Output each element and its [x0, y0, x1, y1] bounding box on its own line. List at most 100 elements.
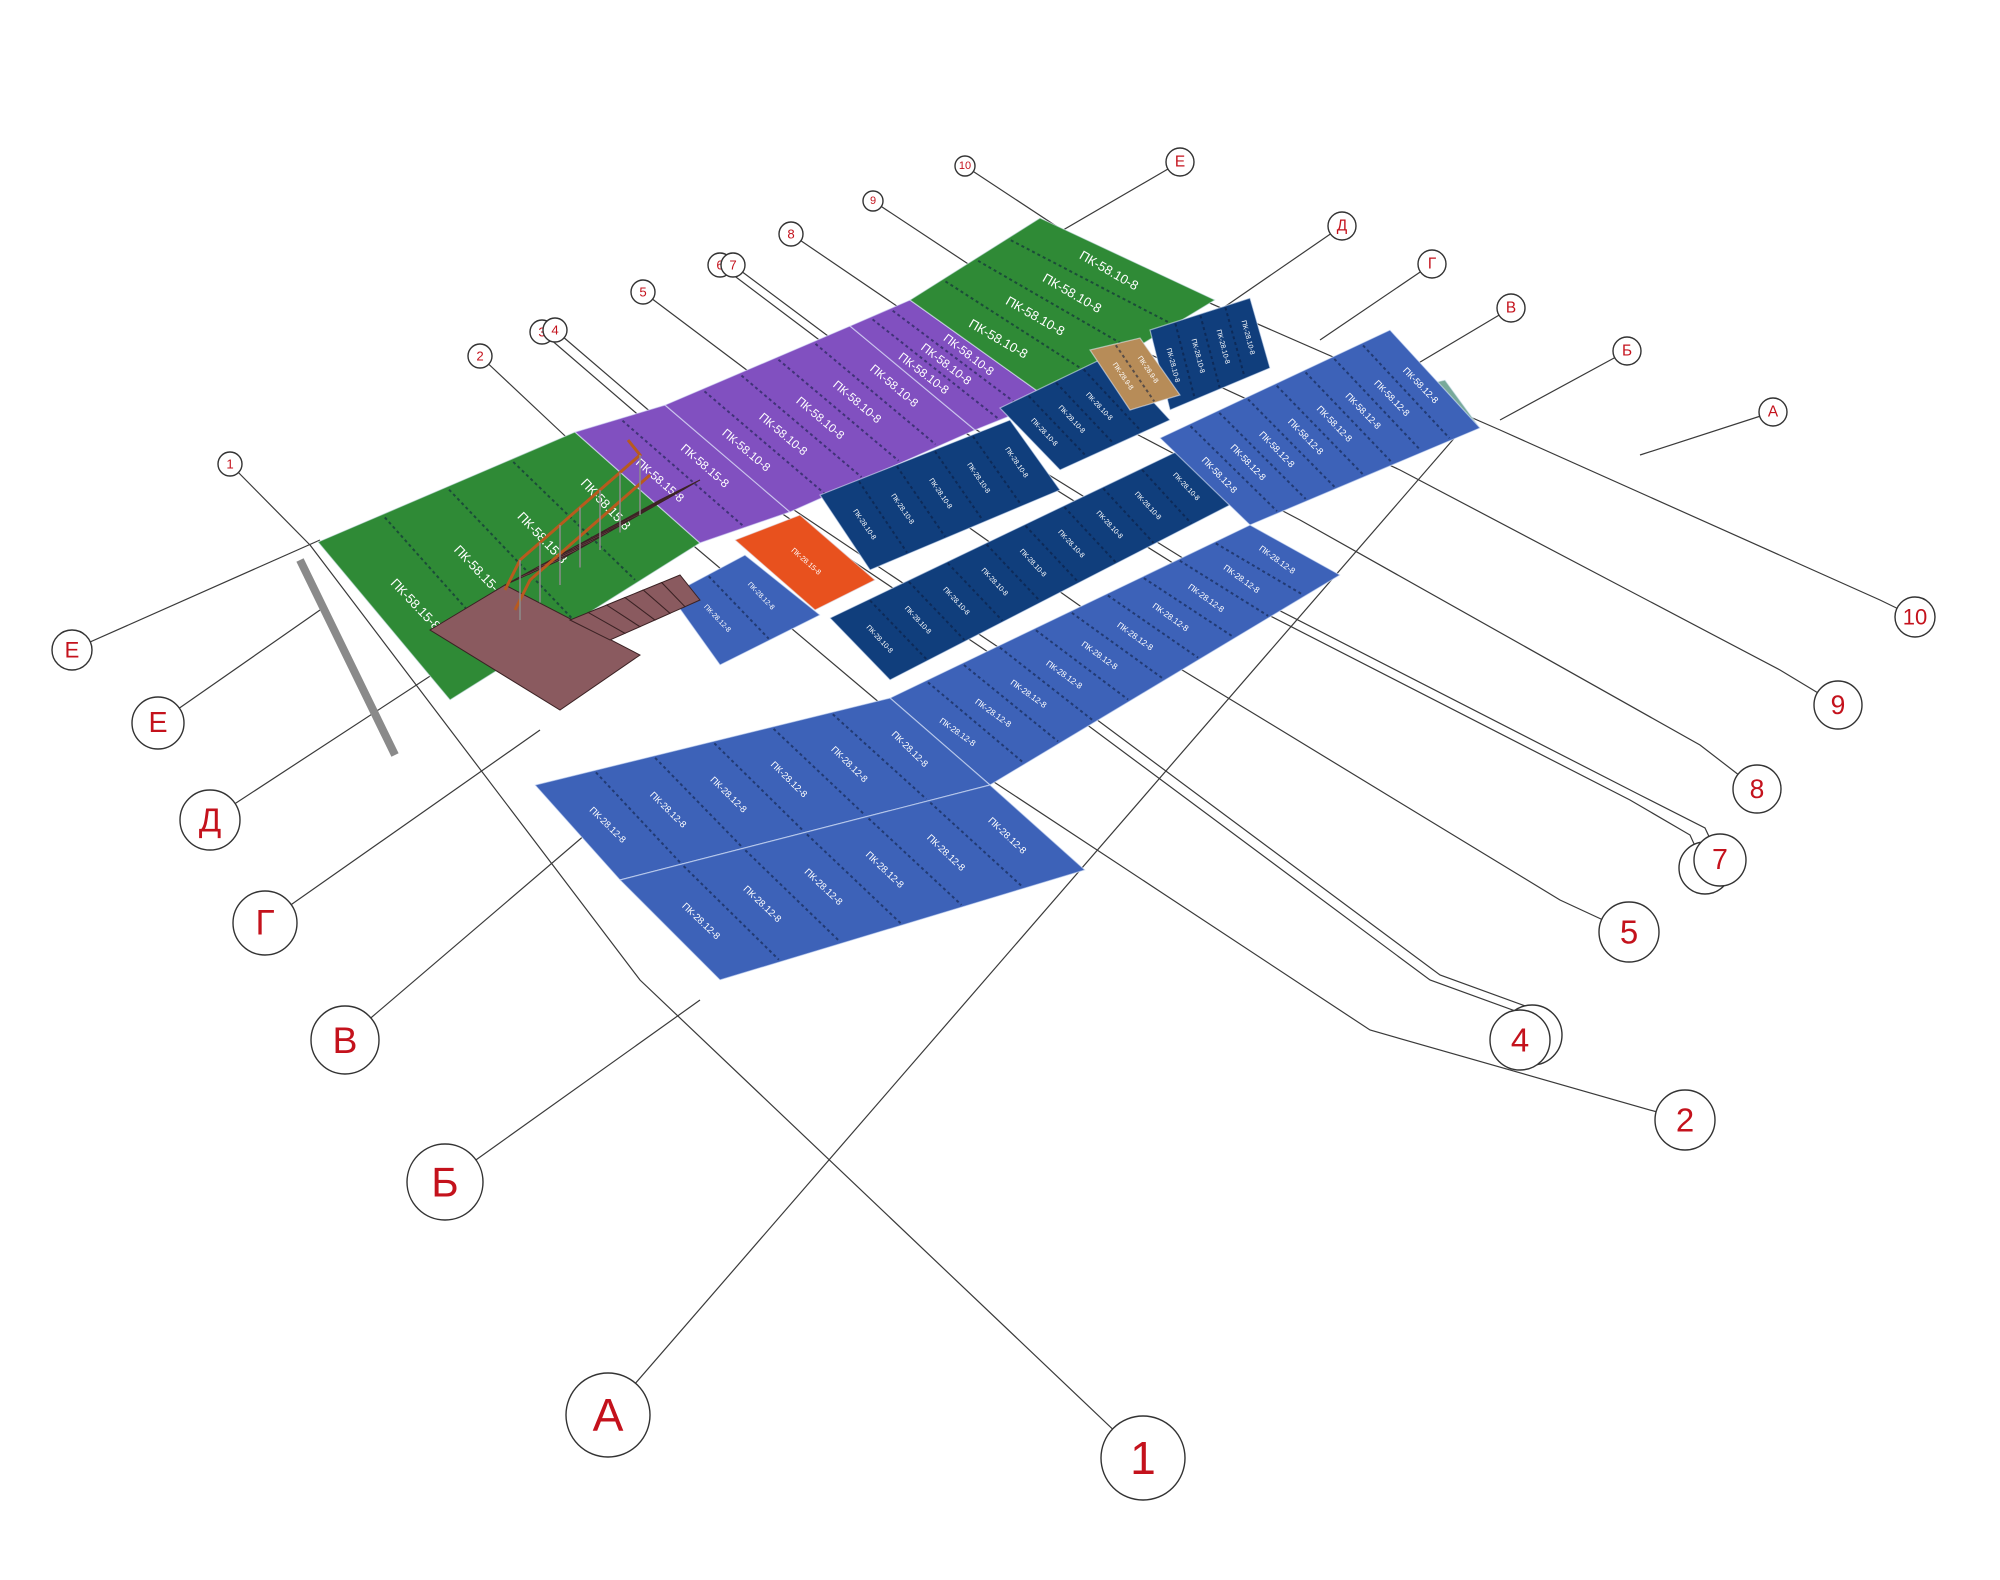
axis-bubble-circle — [179, 789, 241, 851]
axis-bubble-circle — [954, 155, 976, 177]
axis-bubble-top-10: 10 — [954, 155, 976, 177]
slab-seam — [1224, 307, 1246, 378]
axis-bubble-label: 6 — [716, 258, 723, 273]
axis-bubble-circle — [1417, 249, 1447, 279]
axis-bubble-circle — [778, 221, 804, 247]
grid-line-top-Д — [1219, 225, 1343, 311]
axis-bubble-circle — [1496, 293, 1526, 323]
grid-line-В — [344, 804, 621, 1041]
slab-seam — [1333, 358, 1422, 452]
grid-line-top-5 — [642, 291, 761, 381]
axis-bubble-8: 8 — [1732, 764, 1782, 814]
axis-bubble-circle — [310, 1005, 380, 1075]
axis-bubble-circle — [565, 1372, 651, 1458]
axis-bubble-circle — [1654, 1089, 1716, 1151]
axis-bubble-top-Б: Б — [1612, 336, 1642, 366]
stair-landing — [429, 584, 641, 711]
slab-seam — [1024, 525, 1079, 583]
axis-bubble-circle — [1758, 397, 1788, 427]
axis-bubble-label: 7 — [729, 258, 736, 273]
slab-navy-upper — [819, 419, 1061, 571]
axis-bubble-circle — [1693, 833, 1747, 887]
slab-seam — [682, 865, 780, 961]
slab-seam — [1276, 385, 1364, 476]
grid-line-top-1 — [229, 463, 311, 546]
slab-seam — [777, 358, 900, 462]
axis-bubble-circle — [131, 696, 185, 750]
grid-line-А — [607, 419, 1471, 1416]
slab-seam — [1189, 425, 1278, 512]
axis-bubble-label: 10 — [1903, 605, 1927, 630]
axis-bubble-label: 2 — [1676, 1102, 1694, 1139]
grid-line-top-6 — [719, 264, 831, 349]
axis-bubble-Д: Д — [179, 789, 241, 851]
axis-bubble-circle — [862, 190, 884, 212]
slab-seam — [999, 646, 1094, 722]
axis-bubble-top-Г: Г — [1417, 249, 1447, 279]
axis-bubble-2: 2 — [1654, 1089, 1716, 1151]
slab-seam — [985, 543, 1041, 602]
axis-bubble-top-1: 1 — [217, 451, 243, 477]
axis-bubble-top-7: 7 — [720, 252, 746, 278]
slab-seam — [1218, 412, 1307, 500]
slab-seam — [963, 664, 1059, 743]
slab-seam — [1304, 371, 1393, 464]
axis-bubble-label: 9 — [1831, 690, 1846, 720]
axis-bubble-label: А — [1768, 404, 1779, 421]
axis-bubble-Б: Б — [406, 1143, 484, 1221]
grid-line-top-7 — [732, 264, 841, 346]
slab-seam — [654, 757, 743, 848]
axis-bubble-circle — [1813, 680, 1863, 730]
slab-seam — [908, 581, 966, 641]
grid-line-Е — [157, 609, 321, 724]
slab-seam — [1141, 469, 1192, 525]
slab-seam — [1063, 506, 1117, 563]
axis-bubble-label: Д — [1337, 218, 1348, 235]
slab-seam — [814, 343, 937, 446]
axis-bubble-label: 8 — [1750, 774, 1765, 804]
axis-bubble-label: Б — [1622, 343, 1632, 360]
axis-bubble-Г: Г — [232, 890, 298, 956]
slab-zone-blue-right: ПК-58.12-8ПК-58.12-8ПК-58.12-8ПК-58.12-8… — [1158, 329, 1482, 526]
axis-bubble-label: А — [593, 1389, 624, 1441]
slab-seam — [740, 374, 863, 478]
axis-bubble-top-Е: Е — [1165, 147, 1195, 177]
axis-bubble-circle — [1165, 147, 1195, 177]
axis-bubble-top-4: 4 — [542, 317, 568, 343]
slab-seam — [1174, 323, 1196, 399]
slab-seam — [947, 562, 1003, 622]
slab-orange — [733, 514, 877, 611]
axis-bubble-circle — [467, 343, 493, 369]
slab-seam — [772, 728, 866, 816]
slab-seam — [1071, 612, 1164, 680]
axis-bubble-top-А: А — [1758, 397, 1788, 427]
grid-line-Б — [444, 999, 701, 1183]
axis-bubble-Е: Е — [131, 696, 185, 750]
slab-seam — [1027, 395, 1088, 457]
axis-bubble-label: Г — [1428, 256, 1437, 273]
axis-bubble-label: Д — [199, 802, 221, 839]
axis-bubble-label: 3 — [538, 325, 545, 340]
grid-line-top-4 — [554, 329, 661, 421]
axis-bubble-top-8: 8 — [778, 221, 804, 247]
grid-line-top-3 — [541, 331, 651, 426]
slab-seam — [1107, 594, 1199, 659]
slab-seam — [708, 575, 770, 640]
slab-zone-purple-center: ПК-58.10-8ПК-58.10-8ПК-58.10-8ПК-58.10-8… — [663, 325, 977, 513]
slab-seam — [972, 435, 1022, 506]
axis-bubble-label: В — [333, 1019, 358, 1061]
slab-zone-orange: ПК-28.15-8 — [733, 514, 877, 611]
grid-line-top-8 — [790, 233, 911, 316]
axis-bubble-circle — [1327, 211, 1357, 241]
slab-zone-navy-mid: ПК-28.10-8ПК-28.10-8ПК-28.10-8ПК-28.10-8… — [828, 449, 1231, 681]
axis-bubble-top-В: В — [1496, 293, 1526, 323]
grid-line-top-Г — [1319, 263, 1433, 341]
grid-line-top-Б — [1499, 350, 1628, 421]
grid-line-top-2 — [479, 355, 581, 451]
axis-bubble-7: 7 — [1693, 833, 1747, 887]
axis-bubble-label: Е — [65, 638, 80, 663]
axis-bubble-circle — [217, 451, 243, 477]
slab-seam — [1114, 344, 1156, 402]
axis-bubble-label: Е — [1175, 154, 1185, 171]
